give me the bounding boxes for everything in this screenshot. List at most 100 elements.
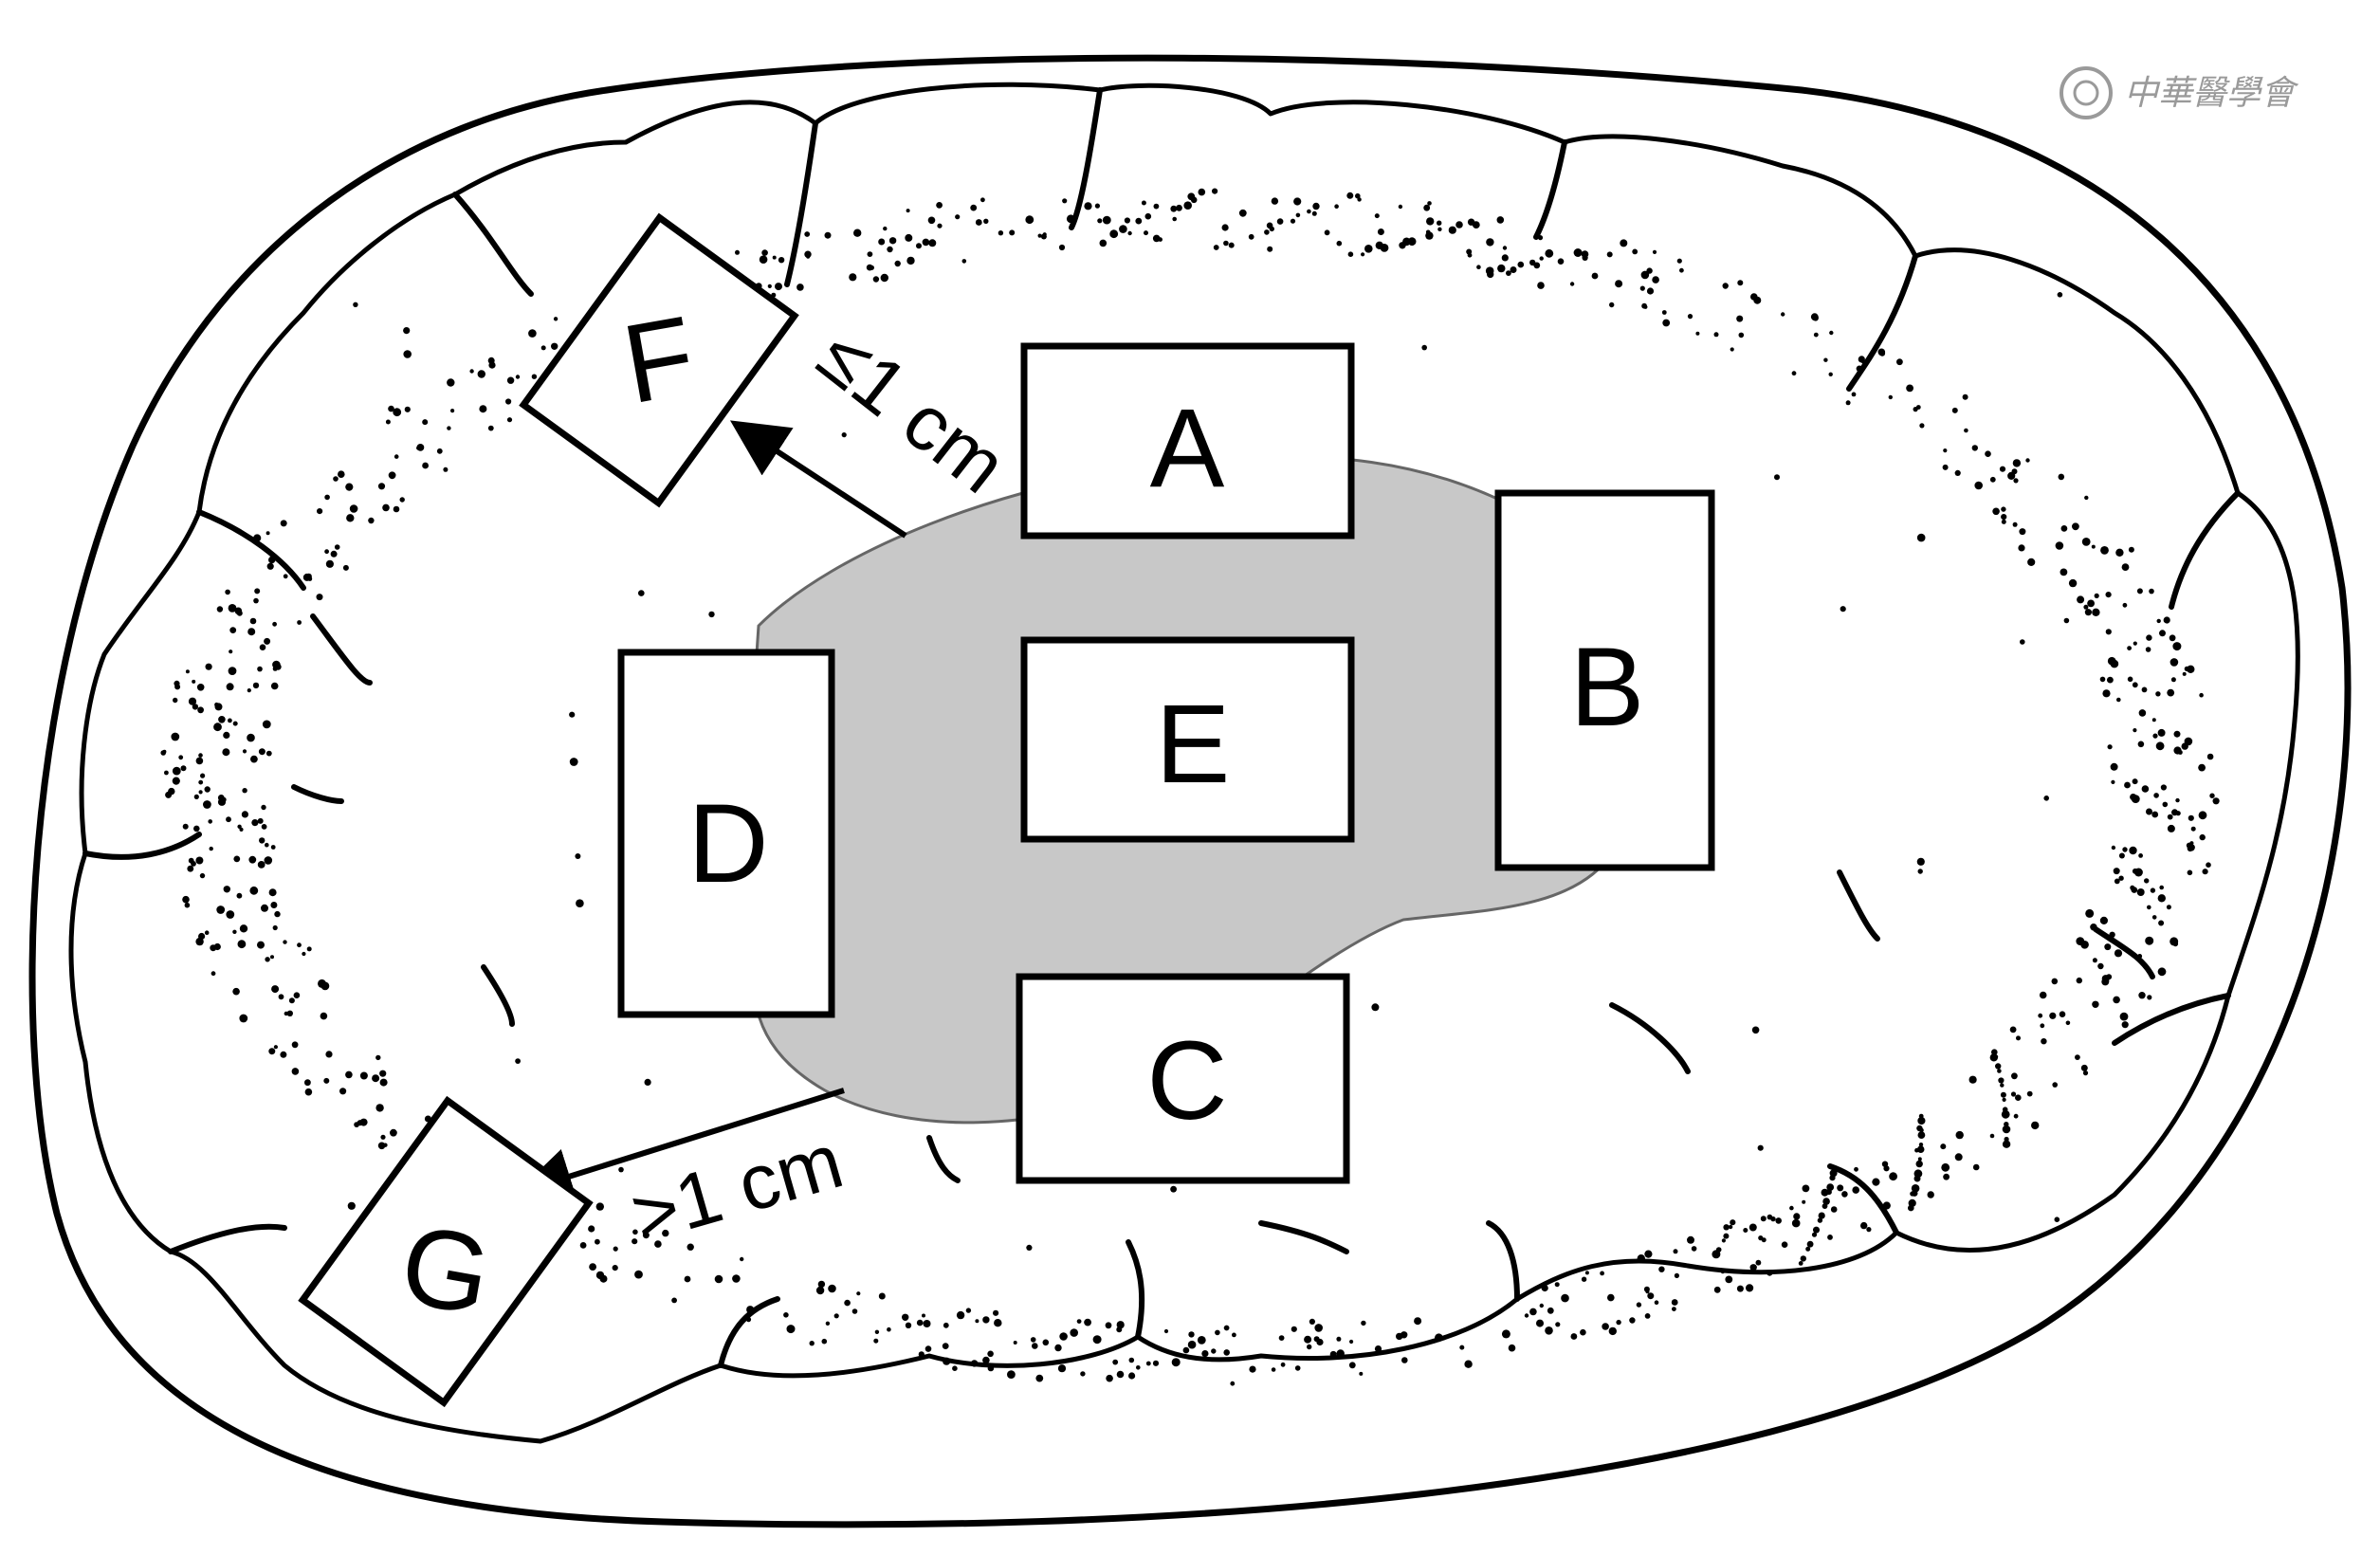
stipple-dot xyxy=(2055,541,2064,550)
box-f xyxy=(519,212,799,508)
stipple-dot xyxy=(477,370,485,378)
stipple-dot xyxy=(188,697,197,705)
stipple-dot xyxy=(324,494,330,501)
stipple-dot xyxy=(192,679,196,684)
stipple-dot xyxy=(1097,218,1103,224)
stipple-dot xyxy=(925,1345,932,1352)
stipple-dot xyxy=(1401,1331,1408,1339)
stipple-dot xyxy=(1580,1328,1586,1336)
stipple-dot xyxy=(1723,1224,1730,1231)
stipple-dot xyxy=(595,1202,604,1211)
stipple-dot xyxy=(469,369,474,374)
stipple-dot xyxy=(1866,1227,1872,1233)
stipple-dot xyxy=(1119,225,1127,233)
stipple-dot xyxy=(1437,227,1442,231)
stipple-dot xyxy=(1761,1237,1767,1243)
stipple-dot xyxy=(1728,1224,1733,1230)
stipple-dot xyxy=(993,1309,999,1316)
stipple-dot xyxy=(1007,1370,1016,1379)
stipple-dot xyxy=(268,1048,276,1055)
stipple-dot xyxy=(1775,1217,1782,1224)
stipple-dot xyxy=(180,765,187,772)
stipple-dot xyxy=(1888,394,1894,400)
stipple-dot xyxy=(232,987,240,996)
stipple-dot xyxy=(198,753,203,758)
stipple-dot xyxy=(579,1242,587,1249)
stipple-dot xyxy=(1972,1163,1980,1171)
stipple-dot xyxy=(1679,267,1684,273)
stipple-dot xyxy=(339,1088,347,1095)
stipple-dot xyxy=(200,773,206,778)
stipple-dot xyxy=(2110,762,2118,771)
stipple-dot xyxy=(1476,265,1481,270)
stipple-dot xyxy=(2083,604,2089,610)
stipple-dot xyxy=(1581,250,1589,258)
stipple-dot xyxy=(2131,795,2140,803)
stipple-dot xyxy=(2065,1020,2071,1026)
stipple-dot xyxy=(1314,1324,1323,1332)
stipple-dot xyxy=(1569,282,1575,286)
stipple-dot xyxy=(1336,240,1343,247)
stipple-dot xyxy=(304,1079,311,1087)
stipple-dot xyxy=(1721,1238,1726,1243)
stipple-dot xyxy=(528,329,537,338)
stipple-dot xyxy=(2128,546,2134,553)
stipple-dot xyxy=(980,197,985,203)
stipple-dot xyxy=(2060,568,2068,576)
stipple-dot xyxy=(2150,887,2156,893)
stipple-dot xyxy=(264,637,271,645)
stipple-dot xyxy=(853,229,862,237)
stipple-dot xyxy=(1502,246,1508,250)
stipple-dot xyxy=(1915,1160,1923,1168)
stipple-dot xyxy=(1791,1218,1801,1228)
stipple-dot xyxy=(229,649,233,654)
stipple-dot xyxy=(1187,1340,1197,1349)
stipple-dot xyxy=(2114,949,2123,958)
stipple-dot xyxy=(1025,215,1034,225)
box-d xyxy=(617,649,835,1018)
stipple-dot xyxy=(1145,1361,1151,1366)
stipple-dot xyxy=(1144,230,1148,236)
stipple-dot xyxy=(1524,1313,1529,1318)
box-d-label: D xyxy=(687,781,768,906)
stipple-dot xyxy=(2001,1109,2010,1119)
stipple-dot xyxy=(1144,212,1152,220)
stipple-dot xyxy=(2077,595,2085,604)
stipple-dot xyxy=(2013,1113,2019,1119)
stipple-dot xyxy=(851,1308,858,1314)
stipple-dot xyxy=(905,1322,912,1329)
stipple-dot xyxy=(2188,814,2194,821)
stipple-dot xyxy=(345,1070,353,1079)
stipple-dot xyxy=(1201,1350,1209,1358)
stipple-dot xyxy=(2052,1082,2058,1088)
stipple-dot xyxy=(2121,563,2130,571)
stipple-dot xyxy=(1554,1282,1560,1288)
stipple-dot xyxy=(266,562,274,570)
stipple-dot xyxy=(436,448,443,454)
stipple-dot xyxy=(783,1312,789,1318)
stipple-dot xyxy=(1989,476,1996,483)
stipple-dot xyxy=(1647,1292,1655,1300)
stipple-dot xyxy=(975,1319,979,1324)
stipple-dot xyxy=(817,1280,826,1289)
stipple-dot xyxy=(894,260,901,267)
stipple-dot xyxy=(849,273,857,282)
stipple-dot xyxy=(1009,229,1016,236)
stipple-dot xyxy=(1955,1130,1964,1140)
stipple-dot xyxy=(253,534,262,542)
stipple-dot xyxy=(2151,915,2157,920)
stipple-dot xyxy=(1770,1216,1776,1222)
stipple-dot xyxy=(1059,1332,1068,1341)
stipple-dot xyxy=(2016,1035,2021,1041)
stipple-dot xyxy=(1570,1333,1578,1340)
stipple-dot xyxy=(1882,1201,1891,1210)
box-a xyxy=(1020,342,1355,540)
stipple-dot xyxy=(883,226,888,231)
stipple-dot xyxy=(916,1319,924,1326)
stipple-dot xyxy=(1437,220,1442,226)
stipple-dot xyxy=(952,1365,958,1371)
stipple-dot xyxy=(1537,235,1544,241)
stipple-dot xyxy=(160,750,166,756)
stipple-dot xyxy=(241,811,248,818)
stipple-dot xyxy=(390,1128,397,1137)
